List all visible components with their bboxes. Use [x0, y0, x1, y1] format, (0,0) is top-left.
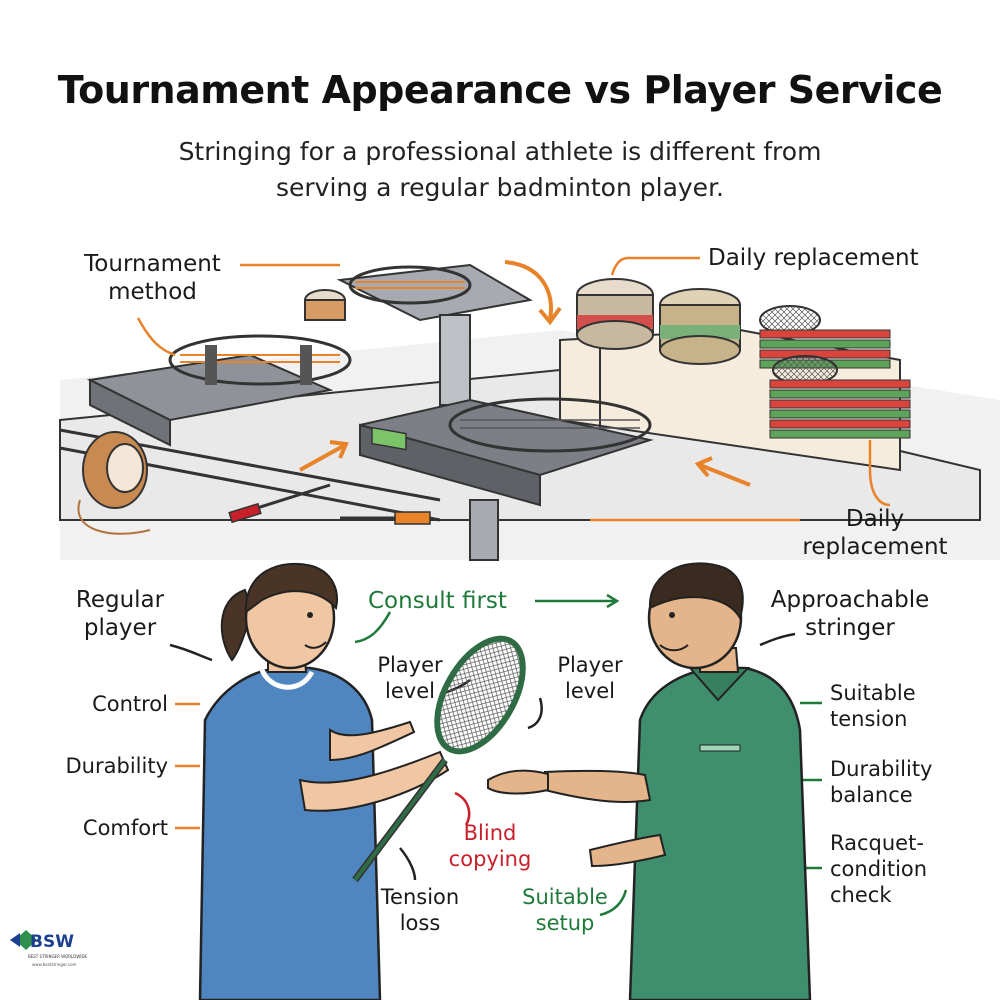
stringer-figure: [487, 562, 812, 1000]
bsw-logo-mark: [10, 930, 37, 950]
flow-arrows: [299, 260, 751, 487]
bsw-logo-text: BSW: [30, 932, 74, 952]
badminton-racquet: [352, 635, 526, 883]
racquet-stack: [759, 305, 911, 439]
label-regular-player: Regular player: [75, 587, 165, 641]
label-comfort: Comfort: [82, 816, 168, 840]
subtitle-line-2: serving a regular badminton player.: [276, 173, 724, 202]
string-reels: [304, 278, 741, 365]
label-daily-replacement-top: Daily replacement: [708, 245, 919, 271]
stringing-machine-front: [359, 397, 654, 561]
label-durability: Durability: [65, 754, 168, 778]
label-tournament-method: Tournament method: [84, 251, 221, 305]
label-player-level-left: Player level: [377, 653, 443, 703]
bsw-logo-url: www.beststringer.com: [32, 962, 77, 967]
label-durability-balance: Durability balance: [830, 757, 933, 807]
label-control: Control: [92, 692, 168, 716]
page-title: Tournament Appearance vs Player Service: [57, 68, 943, 112]
label-daily-replacement-bottom: Daily replacement: [802, 506, 948, 560]
label-racquet-condition-check: Racquet- condition check: [830, 831, 928, 907]
label-consult-first: Consult first: [368, 588, 507, 614]
subtitle-line-1: Stringing for a professional athlete is …: [178, 137, 822, 166]
stringing-machine-left: [86, 334, 352, 447]
page-subtitle: Stringing for a professional athlete is …: [100, 134, 900, 206]
label-approachable-stringer: Approachable stringer: [770, 587, 930, 641]
label-tension-loss: Tension loss: [380, 885, 460, 935]
label-blind-copying: Blind copying: [448, 821, 532, 871]
bsw-logo-tagline: BEST STRINGER WORLDWIDE: [28, 954, 88, 959]
label-suitable-tension: Suitable tension: [830, 681, 916, 731]
label-suitable-setup: Suitable setup: [522, 885, 608, 935]
awl-tool: [228, 483, 431, 525]
regular-player-figure: [198, 562, 450, 1000]
stringing-machine-back: [336, 263, 533, 406]
label-player-level-right: Player level: [557, 653, 623, 703]
tape-roll: [77, 431, 151, 535]
